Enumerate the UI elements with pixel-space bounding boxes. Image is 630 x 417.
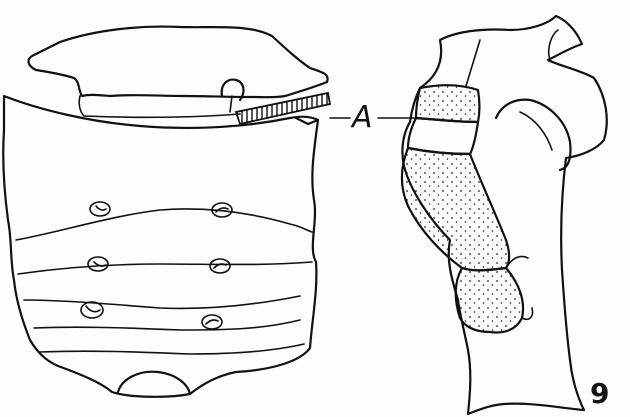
spiracle-pair-3 (81, 302, 222, 329)
lateral-view (402, 16, 607, 414)
stippled-segment-1 (416, 85, 480, 122)
figure-number: 9 (590, 380, 609, 408)
apical-lobe (118, 372, 190, 394)
stippled-segment-2 (402, 148, 509, 270)
upper-lobe (496, 100, 571, 170)
dorsal-view (3, 27, 330, 397)
unstippled-segment (408, 118, 478, 154)
anterior-plate (29, 27, 328, 98)
stippled-segment-3 (456, 268, 523, 332)
label-a: A (352, 103, 373, 133)
